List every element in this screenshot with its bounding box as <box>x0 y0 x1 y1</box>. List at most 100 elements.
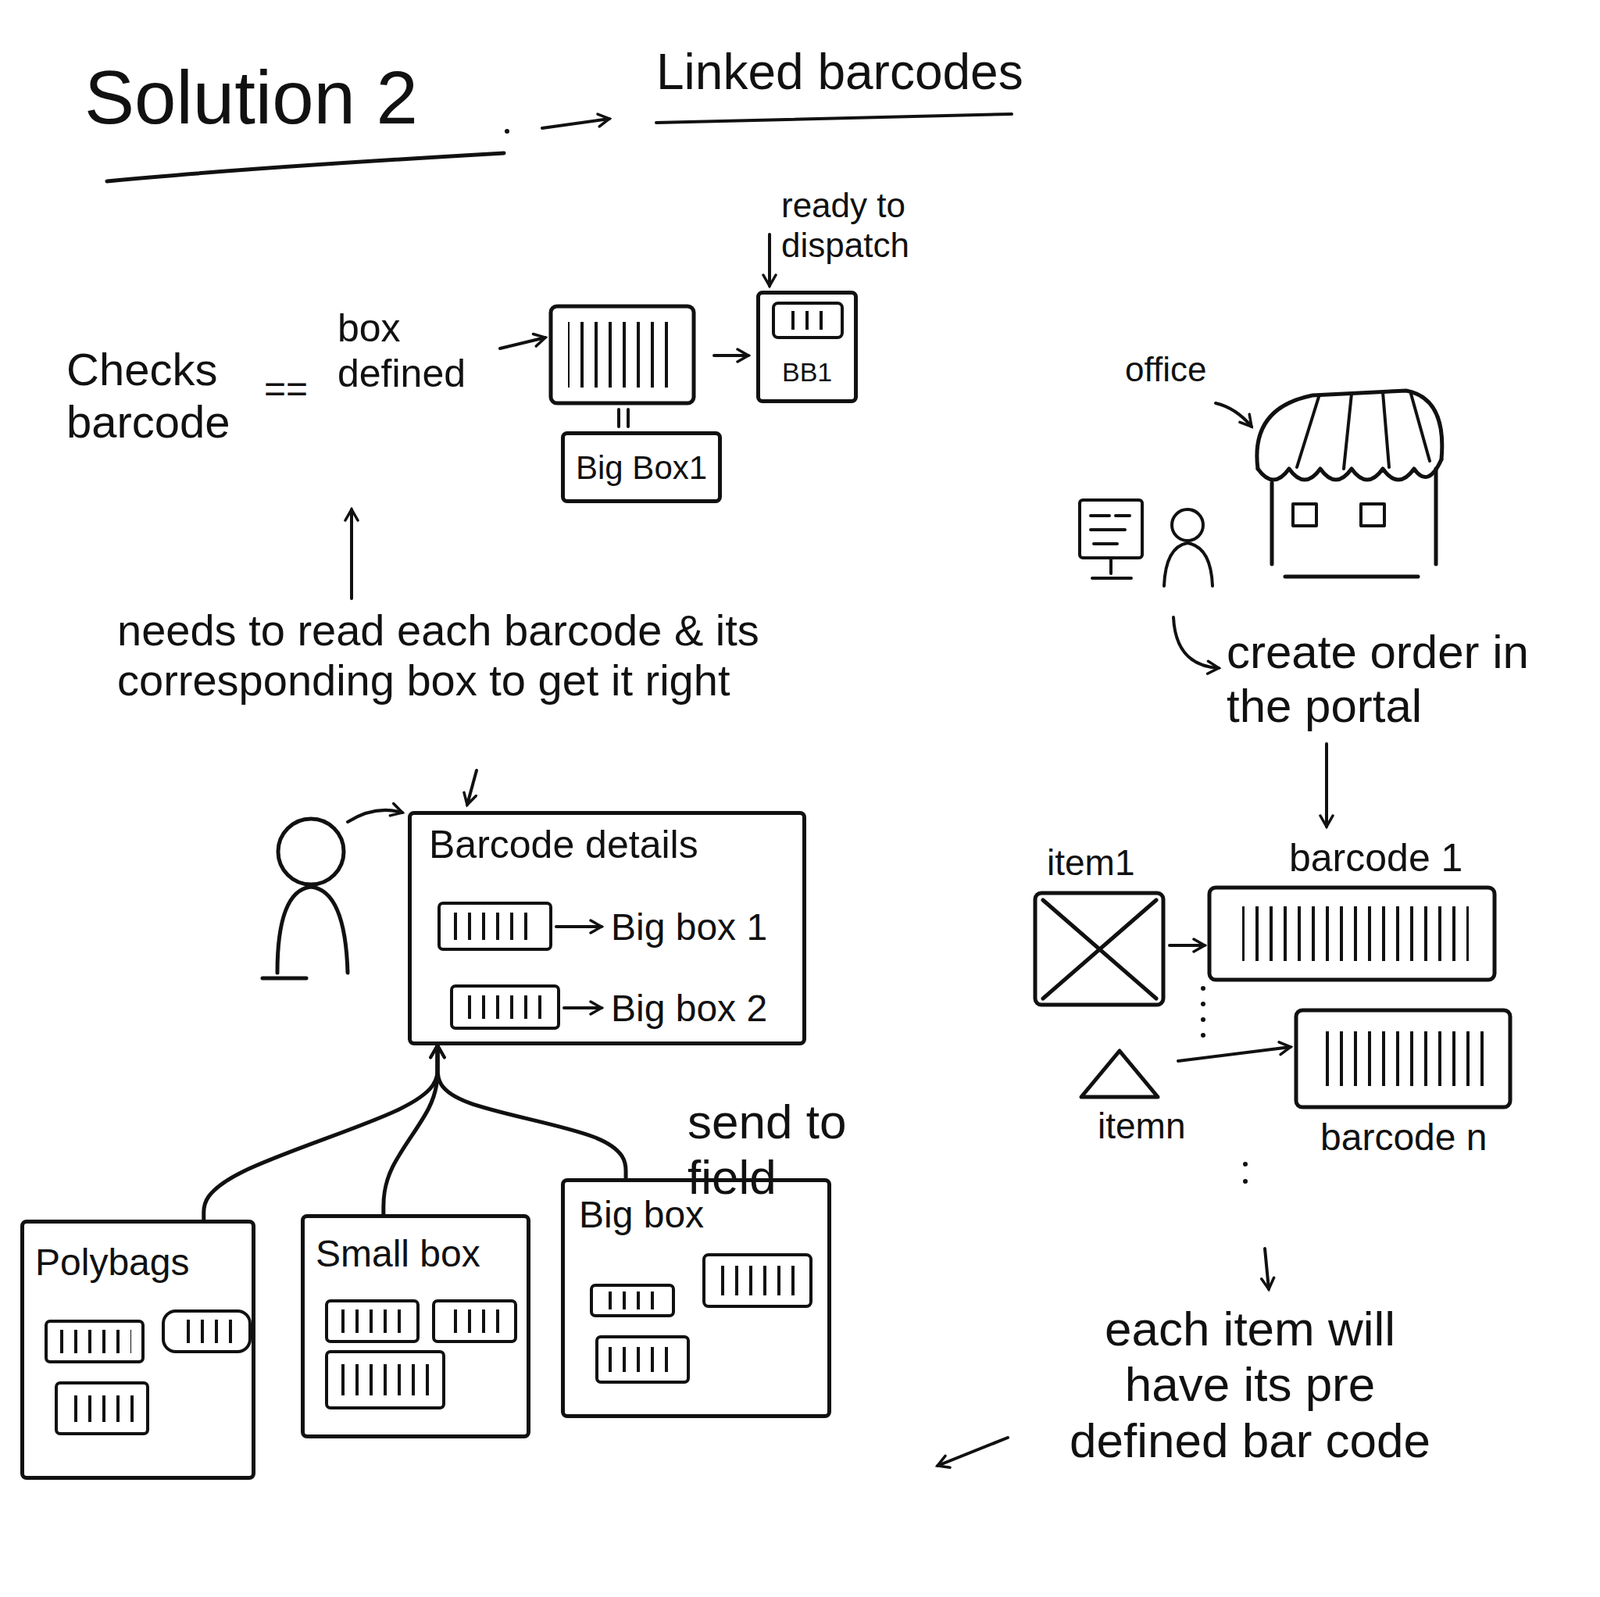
package-box: Small box <box>300 1214 531 1439</box>
barcode-sticker <box>443 1309 505 1333</box>
barcode-sticker <box>340 1364 430 1396</box>
box-heading: Polybags <box>35 1240 190 1284</box>
ellipsis-dots <box>1200 1001 1206 1007</box>
ellipsis-dots <box>1200 985 1248 1184</box>
box-heading: Big box <box>578 1192 704 1236</box>
item-icons <box>1035 892 1164 1097</box>
arrows <box>556 925 602 929</box>
note-label: barcode n <box>1320 1115 1555 1159</box>
note-label: Linked barcodes <box>656 43 1125 102</box>
ellipsis-dots <box>1200 1017 1206 1022</box>
note-label: needs to read each barcode & its corresp… <box>117 605 899 707</box>
note-label: each item will have its pre defined bar … <box>1062 1300 1438 1468</box>
barcode-sticker <box>326 1351 444 1408</box>
barcode-sticker <box>608 1346 678 1372</box>
note-label: itemn <box>1097 1105 1254 1147</box>
computer-icon <box>1090 515 1132 579</box>
flow-connector <box>437 1045 626 1179</box>
title-underline <box>107 153 504 182</box>
item-icons <box>1035 892 1164 1005</box>
barcode-sticker <box>773 303 843 338</box>
barcode-sticker <box>68 1395 136 1422</box>
note-label: office <box>1125 350 1282 390</box>
barcode-sticker <box>596 1336 689 1383</box>
barcode-sticker <box>433 1300 516 1342</box>
barcode-sticker <box>326 1300 418 1342</box>
barcode-sticker <box>717 1265 799 1296</box>
arrows <box>767 234 772 286</box>
item-icons <box>1081 1050 1158 1097</box>
barcode-sticker <box>464 995 543 1019</box>
note-label: barcode 1 <box>1289 835 1524 882</box>
barcode-sticker <box>591 1285 674 1316</box>
flow-connector <box>383 1045 438 1215</box>
barcode-sticker <box>1242 906 1469 961</box>
arrows <box>937 1437 1008 1466</box>
arrows <box>1178 1046 1291 1061</box>
details-panel: Barcode detailsBig box 1 Big box 2 <box>407 810 807 1046</box>
arrows <box>1169 943 1205 947</box>
arrows <box>1325 743 1329 827</box>
barcode-sticker <box>1320 1031 1493 1086</box>
barcode-sticker <box>163 1310 250 1352</box>
box-heading: Big Box1 <box>575 449 708 487</box>
package-box: Big box <box>560 1178 832 1418</box>
ellipsis-dots <box>1200 1032 1206 1038</box>
barcode-sticker <box>784 310 832 330</box>
ellipsis-dots <box>1200 985 1206 991</box>
note-label: create order in the portal <box>1226 625 1563 733</box>
box-heading: BB1 <box>782 357 833 388</box>
barcode-sticker <box>451 985 559 1029</box>
note-label: == <box>264 367 327 411</box>
note-label: item1 <box>1046 842 1204 884</box>
barcode-sticker <box>1209 887 1495 980</box>
office-building <box>1257 459 1442 480</box>
main-barcode <box>550 306 694 404</box>
box-entry: Big box 1 <box>610 905 768 949</box>
barcode-sticker <box>601 1291 663 1310</box>
barcode-sticker <box>46 1321 143 1362</box>
package-box: Polybags <box>20 1219 256 1480</box>
person-icon <box>1171 509 1204 541</box>
barcode-sticker <box>176 1319 236 1343</box>
barcode-sticker <box>56 1329 132 1354</box>
barcode-sticker <box>1296 1010 1511 1108</box>
note-label: ready to dispatch <box>781 185 969 265</box>
box: BB1 <box>756 290 858 404</box>
office-building <box>1360 503 1385 526</box>
computer-icon <box>1079 500 1143 579</box>
note-label: box defined <box>337 306 494 397</box>
person-icon <box>262 886 348 979</box>
title-underline <box>656 114 1012 123</box>
main-barcode <box>618 409 629 427</box>
arrows <box>347 118 1327 1466</box>
note-label: send to field <box>687 1093 922 1206</box>
office-building <box>1257 390 1443 577</box>
title-underline <box>504 128 510 134</box>
person-icon <box>1164 542 1213 586</box>
main-barcode <box>550 306 694 427</box>
arrows <box>1173 617 1219 668</box>
arrows <box>467 770 477 805</box>
arrows <box>500 337 546 349</box>
office-building <box>1292 503 1317 526</box>
box-heading: Small box <box>315 1232 481 1275</box>
ellipsis-dots <box>1242 1161 1248 1167</box>
note-label: Checks barcode <box>66 343 262 448</box>
barcode-sticker <box>439 903 551 950</box>
main-barcode <box>567 321 678 388</box>
office-building <box>1271 468 1436 577</box>
arrows <box>347 810 403 822</box>
barcode-sticker <box>56 1382 148 1434</box>
person-icon <box>278 818 344 885</box>
arrows <box>350 509 354 599</box>
box-heading: Barcode details <box>428 822 699 868</box>
barcode-sticker <box>337 1309 407 1333</box>
arrows <box>564 1006 602 1010</box>
office-building <box>1296 392 1430 469</box>
arrows <box>1215 403 1252 427</box>
diagram-title: Solution 2 <box>84 54 418 141</box>
box-entry: Big box 2 <box>610 986 768 1030</box>
arrows <box>1264 1248 1269 1290</box>
